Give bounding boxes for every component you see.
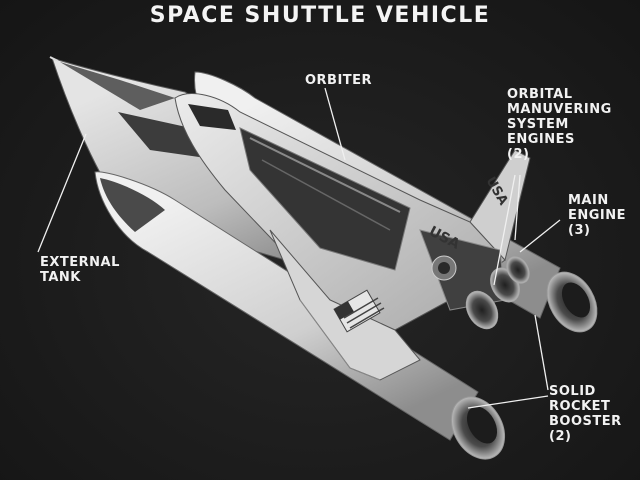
oms-engines-label: ORBITAL MANUVERING SYSTEM ENGINES (2) [507,87,612,162]
leader-lines [37,87,561,409]
main-engine-leader [519,219,561,253]
srb-leader-2 [467,395,549,409]
oms-leader-2 [514,174,521,241]
orbiter-label: ORBITER [305,73,373,88]
external-tank-label: EXTERNAL TANK [40,255,120,285]
srb-label: SOLID ROCKET BOOSTER (2) [549,384,622,444]
orbiter: USA USA [174,93,531,381]
srb-leader-1 [534,314,549,391]
diagram-title: SPACE SHUTTLE VEHICLE [149,3,491,28]
orbiter-leader [324,87,346,161]
wing-flag [333,289,385,333]
oms-leader-1 [493,174,516,286]
external-tank-leader [37,133,87,253]
main-engines [465,256,530,330]
main-engine-label: MAIN ENGINE (3) [568,193,627,238]
